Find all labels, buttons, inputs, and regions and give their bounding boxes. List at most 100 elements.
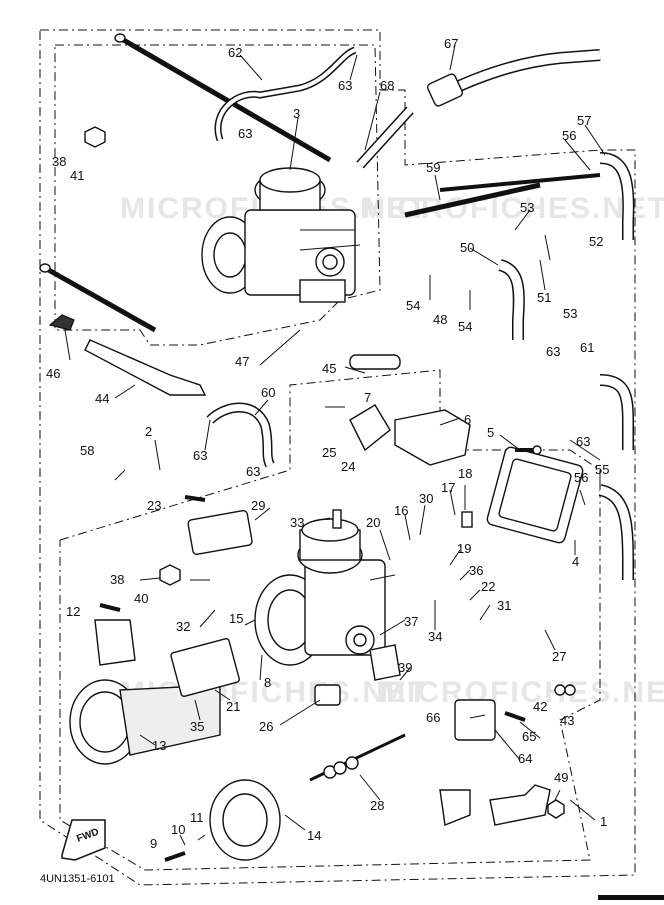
part-label-16: 16 (394, 503, 408, 518)
forward-direction-arrow: FWD (61, 819, 106, 861)
part-label-1: 1 (600, 814, 607, 829)
bolt-9 (164, 851, 186, 862)
part-label-37: 37 (404, 614, 418, 629)
part-label-14: 14 (307, 828, 321, 843)
jet-18 (461, 511, 473, 528)
part-label-26: 26 (259, 719, 273, 734)
part-label-8: 8 (264, 675, 271, 690)
part-label-18: 18 (458, 466, 472, 481)
part-label-56-lower: 56 (574, 470, 588, 485)
washer-42 (554, 684, 566, 696)
part-label-63-b: 63 (238, 126, 252, 141)
bolt-23 (184, 495, 206, 502)
part-label-54-left: 54 (406, 298, 420, 313)
bolt-65 (504, 711, 526, 722)
part-label-39: 39 (398, 660, 412, 675)
part-label-55: 55 (595, 462, 609, 477)
part-label-59: 59 (426, 160, 440, 175)
jet-33 (332, 509, 342, 529)
part-label-12: 12 (66, 604, 80, 619)
part-label-33: 33 (290, 515, 304, 530)
watermark-top-right: MICROFICHES.NET (360, 192, 664, 225)
part-label-63-d: 63 (193, 448, 207, 463)
part-label-41: 41 (70, 168, 84, 183)
part-label-52: 52 (589, 234, 603, 249)
part-label-65: 65 (522, 729, 536, 744)
carburetor-upper (201, 167, 361, 303)
part-label-68: 68 (380, 78, 394, 93)
long-rod-lower (39, 263, 157, 333)
part-label-34: 34 (428, 629, 442, 644)
part-number-labels: 1 2 3 4 5 6 7 8 9 10 11 12 13 14 15 16 1… (46, 36, 609, 851)
part-label-44: 44 (95, 391, 109, 406)
part-label-40: 40 (134, 591, 148, 606)
part-label-6: 6 (464, 412, 471, 427)
part-label-27: 27 (552, 649, 566, 664)
part-label-61: 61 (580, 340, 594, 355)
carburetor-lower (254, 518, 396, 666)
part-label-43: 43 (560, 713, 574, 728)
upper-assembly-frame (39, 29, 636, 886)
part-label-57: 57 (577, 113, 591, 128)
part-label-2: 2 (145, 424, 152, 439)
part-label-56-upper: 56 (562, 128, 576, 143)
bracket-44 (84, 339, 207, 396)
part-label-5: 5 (487, 425, 494, 440)
part-label-50: 50 (460, 240, 474, 255)
spring-28 (323, 756, 359, 779)
part-label-29: 29 (251, 498, 265, 513)
nut-38 (159, 564, 181, 586)
bolt-5 (515, 445, 542, 455)
part-label-38-lower: 38 (110, 572, 124, 587)
part-label-25: 25 (322, 445, 336, 460)
part-label-53-lower: 53 (563, 306, 577, 321)
part-label-21: 21 (226, 699, 240, 714)
part-label-60: 60 (261, 385, 275, 400)
clip-46 (48, 314, 75, 331)
part-label-15: 15 (229, 611, 243, 626)
part-label-36: 36 (469, 563, 483, 578)
part-label-11: 11 (190, 810, 204, 825)
part-label-53-upper: 53 (520, 200, 534, 215)
part-label-51: 51 (537, 290, 551, 305)
part-label-48: 48 (433, 312, 447, 327)
part-label-66: 66 (426, 710, 440, 725)
part-label-3: 3 (293, 106, 300, 121)
part-label-45: 45 (322, 361, 336, 376)
washer-43 (564, 684, 576, 696)
part-label-63-e: 63 (246, 464, 260, 479)
diagram-code: 4UN1351-6101 (40, 873, 115, 885)
part-label-47: 47 (235, 354, 249, 369)
part-label-54-right: 54 (458, 319, 472, 334)
part-label-63-f: 63 (576, 434, 590, 449)
part-label-24: 24 (341, 459, 355, 474)
part-label-42: 42 (533, 699, 547, 714)
part-label-31: 31 (497, 598, 511, 613)
leader-lines (64, 44, 606, 846)
part-label-35: 35 (190, 719, 204, 734)
part-label-32: 32 (176, 619, 190, 634)
part-label-64: 64 (518, 751, 532, 766)
part-label-22: 22 (481, 579, 495, 594)
part-label-58: 58 (80, 443, 94, 458)
part-label-46: 46 (46, 366, 60, 381)
part-label-9: 9 (150, 836, 157, 851)
part-label-13: 13 (152, 738, 166, 753)
part-label-63-c: 63 (546, 344, 560, 359)
part-label-28: 28 (370, 798, 384, 813)
watermark-bottom-right: MICROFICHES.NET (380, 676, 664, 709)
part-label-20: 20 (366, 515, 380, 530)
part-label-7: 7 (364, 390, 371, 405)
part-label-4: 4 (572, 554, 579, 569)
part-label-67: 67 (444, 36, 458, 51)
part-label-62: 62 (228, 45, 242, 60)
top-cover-6 (394, 409, 471, 466)
part-label-17: 17 (441, 480, 455, 495)
bolt-12 (99, 603, 121, 612)
part-label-19: 19 (457, 541, 471, 556)
part-label-38-upper: 38 (52, 154, 66, 169)
part-label-63-a: 63 (338, 78, 352, 93)
part-label-49: 49 (554, 770, 568, 785)
